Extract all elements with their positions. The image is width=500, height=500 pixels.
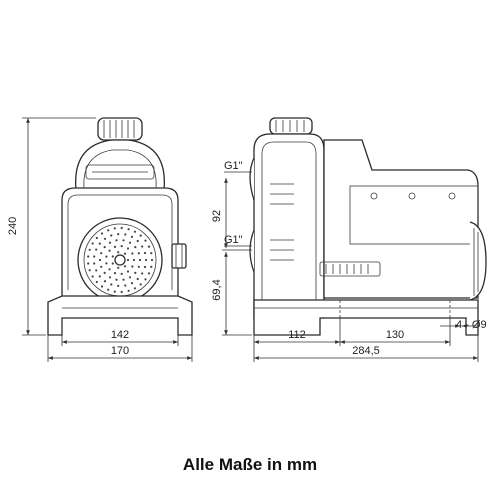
dim-side-right: 130: [386, 329, 404, 341]
caption: Alle Maße in mm: [182, 455, 318, 474]
side-base: [253, 299, 479, 336]
side-head-vents: [270, 183, 294, 261]
dim-side-total: 284,5: [352, 345, 380, 357]
dim-holes: 4 - Ø9: [456, 319, 487, 331]
side-pump-head: [253, 133, 325, 319]
fan-vent-pattern: [87, 226, 154, 294]
side-dimensions: G1" G1" 92 69,4 112 130 4 - Ø9 284,5: [211, 160, 487, 362]
outlet-port: [249, 157, 255, 201]
inlet-port: [249, 229, 255, 273]
front-dimensions: 240 142 170: [7, 117, 193, 362]
side-motor-body: [323, 139, 479, 299]
front-side-port: [171, 243, 187, 269]
dim-side-left: 112: [288, 329, 306, 341]
side-motor-vents: [319, 261, 381, 277]
side-view: [249, 117, 487, 336]
dim-height-total: 240: [7, 217, 19, 235]
dim-port-height: 69,4: [211, 279, 223, 300]
motor-label-panel: [349, 185, 479, 245]
front-top-cap: [97, 117, 143, 141]
outlet-label: G1": [224, 160, 243, 172]
dim-base-inner: 142: [111, 329, 129, 341]
inlet-label: G1": [224, 234, 243, 246]
front-view: [47, 117, 193, 336]
dim-base-outer: 170: [111, 345, 129, 357]
dim-port-spacing: 92: [211, 210, 223, 222]
